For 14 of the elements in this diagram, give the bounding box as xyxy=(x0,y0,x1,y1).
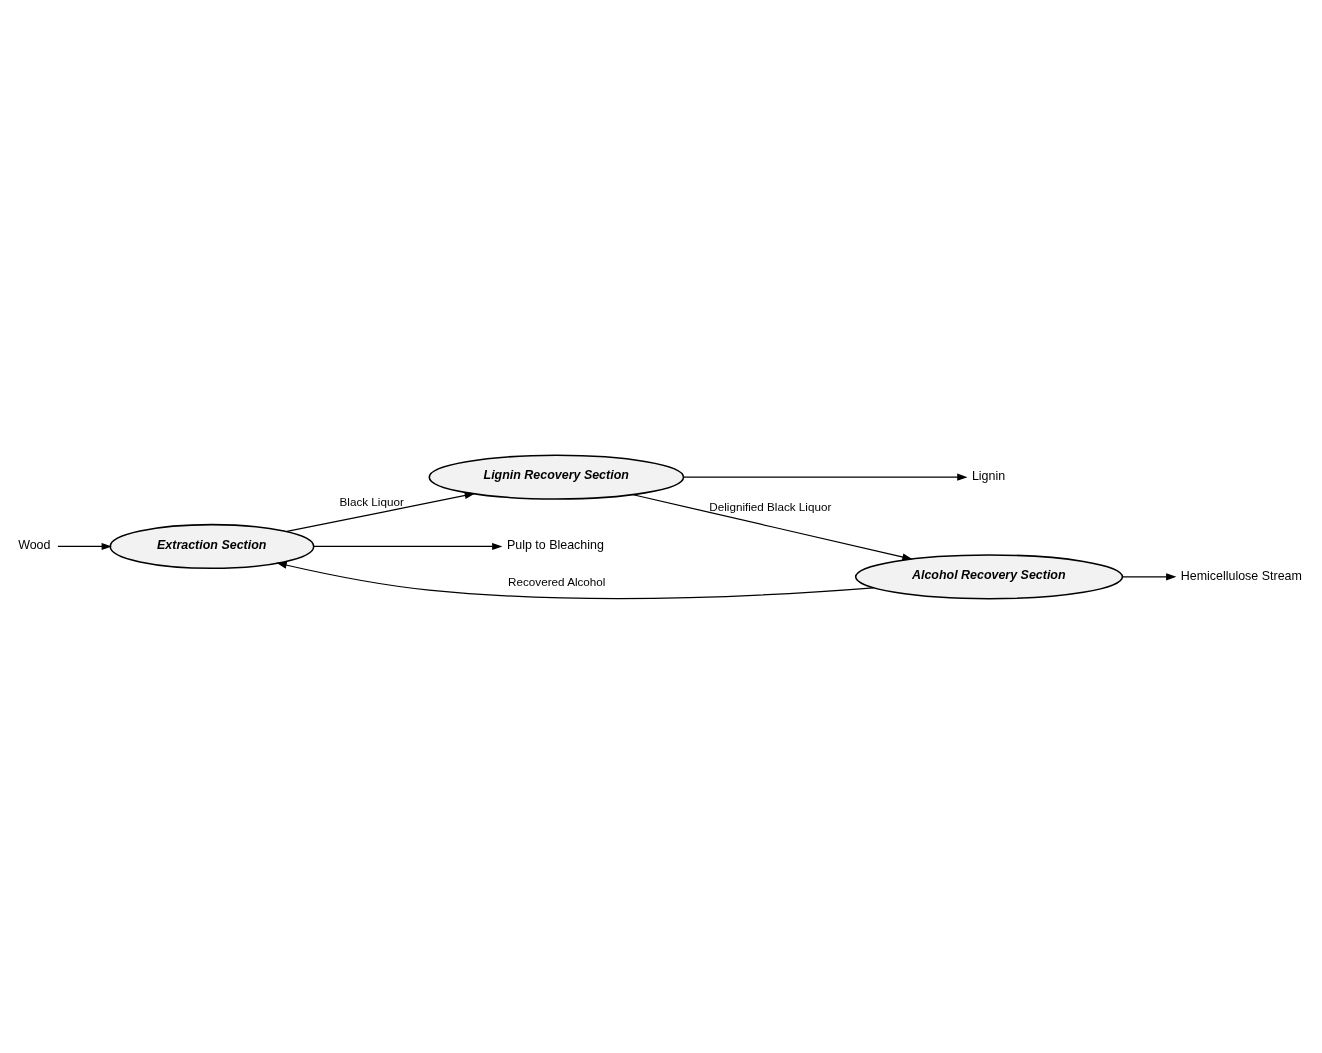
edge-label: Delignified Black Liquor xyxy=(709,499,832,513)
node-text: Pulp to Bleaching xyxy=(506,537,604,552)
node-text: Wood xyxy=(18,537,51,552)
arrow xyxy=(276,561,874,599)
arrow xyxy=(1122,572,1177,580)
arrow xyxy=(632,493,913,561)
node-text: Lignin xyxy=(971,468,1006,483)
arrow xyxy=(57,542,112,550)
arrow xyxy=(286,491,475,532)
edge-label: Recovered Alcohol xyxy=(508,574,606,588)
edge-label: Black Liquor xyxy=(339,494,404,508)
node-text: Hemicellulose Stream xyxy=(1180,568,1302,583)
arrow xyxy=(683,473,968,481)
arrow xyxy=(313,542,503,550)
